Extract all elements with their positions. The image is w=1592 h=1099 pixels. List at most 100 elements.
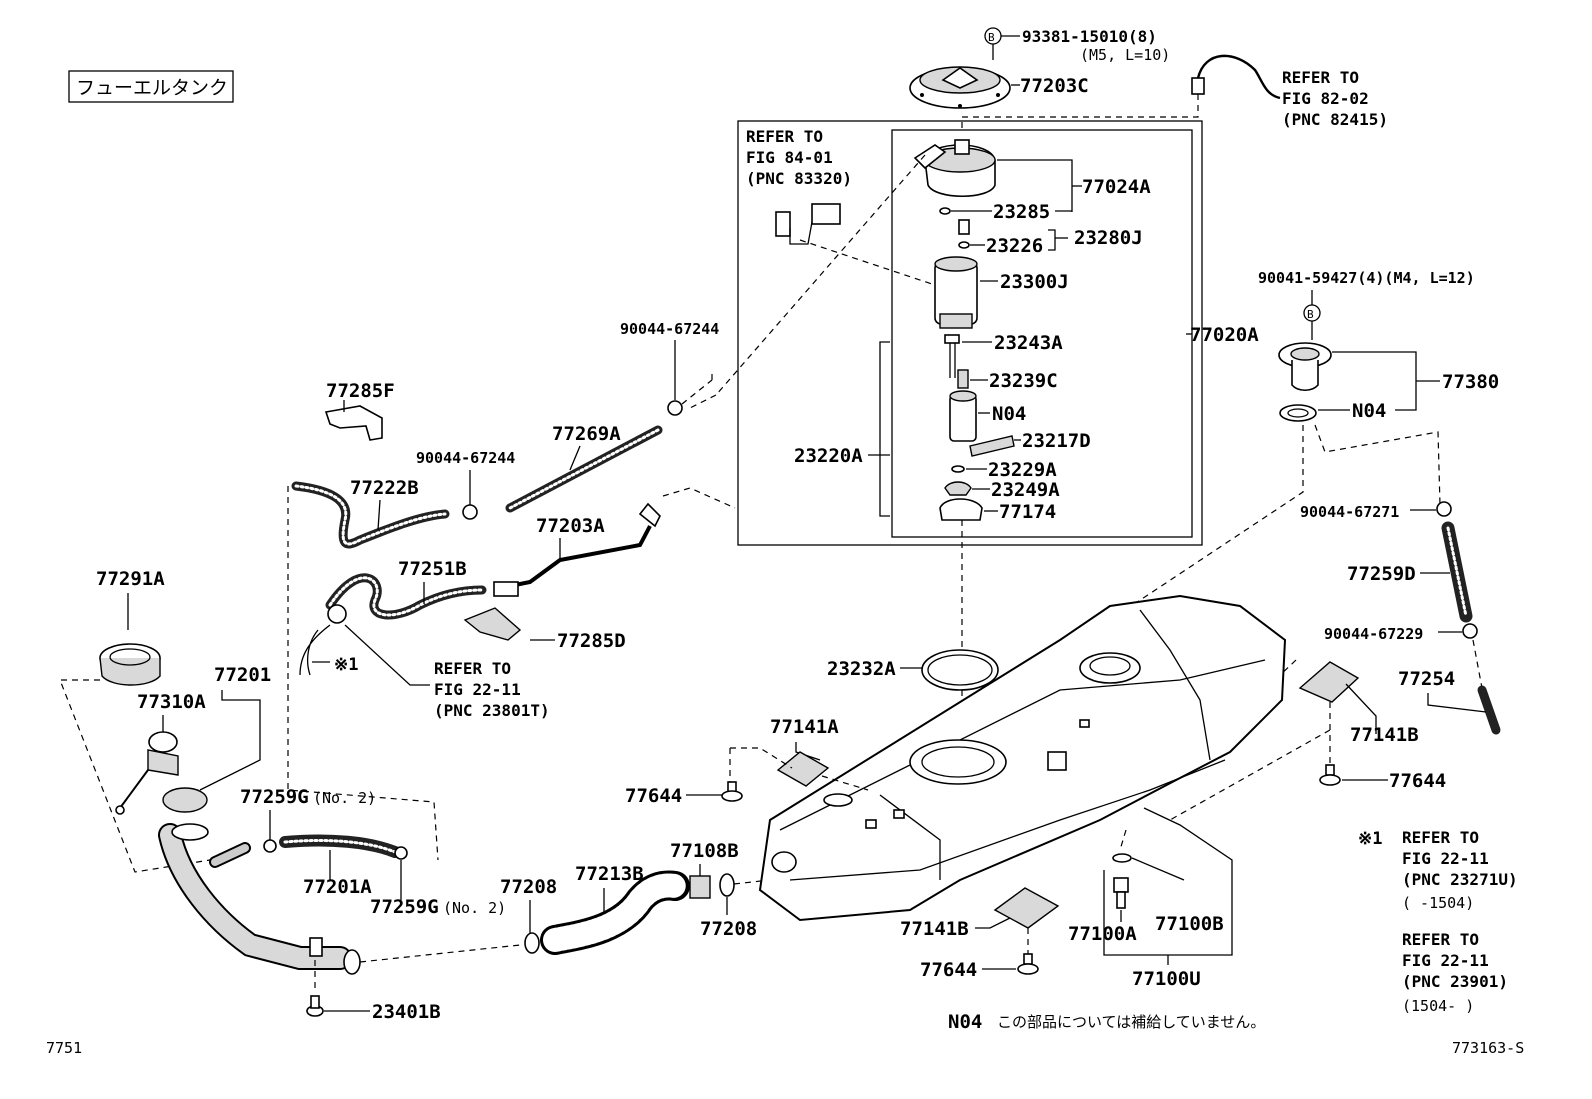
label-90044-67244-mid: 90044-67244 xyxy=(416,449,515,467)
svg-text:REFER TO: REFER TO xyxy=(1402,828,1479,847)
part-23280J-fitting xyxy=(958,219,970,235)
label-77108B: 77108B xyxy=(670,840,739,862)
label-77259G-b-sub: (No. 2) xyxy=(443,899,506,917)
svg-text:(PNC 23271U): (PNC 23271U) xyxy=(1402,870,1518,889)
label-23217D: 23217D xyxy=(1022,430,1091,452)
clamp-77259G-b xyxy=(394,846,408,860)
label-23280J: 23280J xyxy=(1074,227,1143,249)
label-77269A: 77269A xyxy=(552,423,621,445)
label-77259G-a-sub: (No. 2) xyxy=(313,789,376,807)
band-77141A xyxy=(776,751,830,787)
svg-text:REFER TO: REFER TO xyxy=(1282,68,1359,87)
clamp-90044-67229 xyxy=(1462,623,1478,639)
pump-bracket-77024A xyxy=(913,139,996,198)
label-77141A: 77141A xyxy=(770,716,839,738)
washer-77100 xyxy=(1112,853,1132,863)
footer-right-code: 773163-S xyxy=(1452,1039,1524,1057)
svg-text:(PNC 82415): (PNC 82415) xyxy=(1282,110,1388,129)
clamp-77208-left xyxy=(524,932,540,954)
svg-text:(1504- ): (1504- ) xyxy=(1402,997,1474,1015)
label-23243A: 23243A xyxy=(994,332,1063,354)
clamp-77208-right xyxy=(719,873,735,897)
label-23220A: 23220A xyxy=(794,445,863,467)
svg-text:REFER TO: REFER TO xyxy=(1402,930,1479,949)
label-23229A: 23229A xyxy=(988,459,1057,481)
part-23285 xyxy=(939,207,951,215)
clip-77285D xyxy=(463,607,522,641)
label-23232A: 23232A xyxy=(827,658,896,680)
label-77201A: 77201A xyxy=(303,876,372,898)
refer-fig-84-01: REFER TO FIG 84-01 (PNC 83320) xyxy=(746,127,852,188)
bolt-77100A xyxy=(1113,877,1129,909)
label-x1-mark: ※1 xyxy=(334,655,358,675)
refer-fig-22-11-23801T: REFER TO FIG 22-11 (PNC 23801T) xyxy=(434,659,550,720)
label-77644-right: 77644 xyxy=(1389,770,1446,792)
svg-text:(PNC 23801T): (PNC 23801T) xyxy=(434,701,550,720)
clamp-90044-67244-mid xyxy=(462,504,478,520)
label-77141B-bottom: 77141B xyxy=(900,918,969,940)
label-77291A: 77291A xyxy=(96,568,165,590)
svg-text:(PNC 83320): (PNC 83320) xyxy=(746,169,852,188)
sender-connector-83320 xyxy=(775,203,841,245)
cover-plate-77203C xyxy=(909,66,1011,109)
label-N04-pump: N04 xyxy=(992,403,1026,425)
label-77203C: 77203C xyxy=(1020,75,1089,97)
gasket-23232A xyxy=(921,649,999,691)
connector-harness-82415 xyxy=(1191,54,1281,100)
label-77254: 77254 xyxy=(1398,668,1455,690)
label-77213B: 77213B xyxy=(575,863,644,885)
label-90044-67229: 90044-67229 xyxy=(1324,625,1423,643)
label-77208-right: 77208 xyxy=(700,918,757,940)
clamp-77251B xyxy=(327,604,347,624)
pipe-77254 xyxy=(1477,685,1501,735)
bolt-77644-bottom xyxy=(1017,953,1039,975)
label-77100A: 77100A xyxy=(1068,923,1137,945)
label-77310A: 77310A xyxy=(137,691,206,713)
label-77285F: 77285F xyxy=(326,380,395,402)
refer-note-x2: REFER TO FIG 22-11 (PNC 23901) (1504- ) xyxy=(1402,930,1508,1015)
filter-23300J xyxy=(934,256,978,329)
circle-b-text-right: B xyxy=(1307,308,1314,321)
svg-text:FIG 22-11: FIG 22-11 xyxy=(434,680,521,699)
part-77174 xyxy=(939,498,983,521)
clip-77285F xyxy=(324,405,383,441)
pump-outer-frame xyxy=(737,120,1203,546)
svg-text:FIG 84-01: FIG 84-01 xyxy=(746,148,833,167)
label-77259G-b: 77259G xyxy=(370,896,439,918)
grommet-77108B xyxy=(689,875,711,899)
label-77100U: 77100U xyxy=(1132,968,1201,990)
clamp-77259G-a xyxy=(263,839,277,853)
hose-77251B xyxy=(325,573,487,620)
label-23226: 23226 xyxy=(986,235,1043,257)
filler-pipe-77201 xyxy=(158,787,361,975)
clamp-90044-67244-top xyxy=(667,400,683,416)
label-77251B: 77251B xyxy=(398,558,467,580)
label-77644-bottom: 77644 xyxy=(920,959,977,981)
label-23300J: 23300J xyxy=(1000,271,1069,293)
label-90044-67271: 90044-67271 xyxy=(1300,503,1399,521)
label-23239C: 23239C xyxy=(989,370,1058,392)
label-77100B: 77100B xyxy=(1155,913,1224,935)
label-N04-gasket: N04 xyxy=(1352,400,1386,422)
hose-stub-x1 xyxy=(299,624,331,676)
label-23249A: 23249A xyxy=(991,479,1060,501)
svg-text:(PNC 23901): (PNC 23901) xyxy=(1402,972,1508,991)
svg-text:REFER TO: REFER TO xyxy=(434,659,511,678)
part-23249A xyxy=(944,481,972,496)
label-23285: 23285 xyxy=(993,201,1050,223)
label-90044-67244-top: 90044-67244 xyxy=(620,320,719,338)
label-90041-59427: 90041-59427(4)(M4, L=12) xyxy=(1258,269,1475,287)
label-77141B-right: 77141B xyxy=(1350,724,1419,746)
label-77259D: 77259D xyxy=(1347,563,1416,585)
label-93381-15010: 93381-15010(8) xyxy=(1022,27,1157,46)
footer-left-code: 7751 xyxy=(46,1039,82,1057)
label-77285D: 77285D xyxy=(557,630,626,652)
refer-note-x1: REFER TO FIG 22-11 (PNC 23271U) ( -1504) xyxy=(1402,828,1518,912)
note-n04-code: N04 xyxy=(948,1011,982,1033)
svg-text:FIG 82-02: FIG 82-02 xyxy=(1282,89,1369,108)
sender-unit-77380 xyxy=(1278,342,1332,392)
label-77201: 77201 xyxy=(214,664,271,686)
svg-text:REFER TO: REFER TO xyxy=(746,127,823,146)
bolt-77644-right xyxy=(1319,764,1341,786)
